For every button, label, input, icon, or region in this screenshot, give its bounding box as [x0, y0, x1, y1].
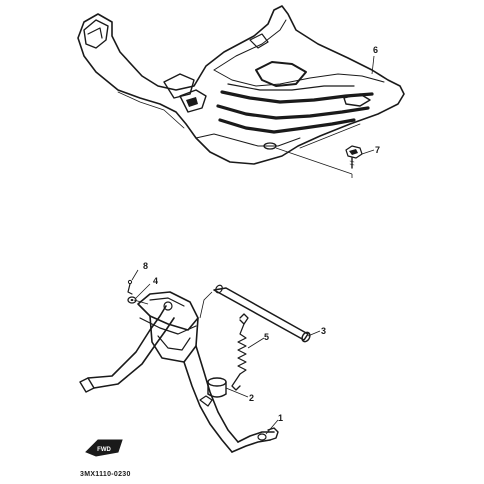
callout-6: 6 [373, 45, 378, 55]
forward-arrow-icon: FWD [85, 439, 123, 457]
footrest-board [77, 5, 405, 165]
center-stand [79, 291, 279, 453]
diagram-code: 3MX1110-0230 [80, 471, 131, 478]
callout-7: 7 [375, 145, 380, 155]
callout-2: 2 [249, 393, 254, 403]
return-spring [231, 313, 249, 391]
callout-8: 8 [143, 261, 148, 271]
callout-1: 1 [278, 413, 283, 423]
callout-5: 5 [264, 332, 269, 342]
callout-3: 3 [321, 326, 326, 336]
cotter-pin [127, 279, 133, 295]
washer [127, 296, 137, 304]
forward-badge-label: FWD [97, 447, 111, 453]
callout-4: 4 [153, 276, 158, 286]
bolt [345, 145, 363, 169]
pivot-shaft [213, 284, 311, 343]
stand-collar [207, 377, 227, 398]
